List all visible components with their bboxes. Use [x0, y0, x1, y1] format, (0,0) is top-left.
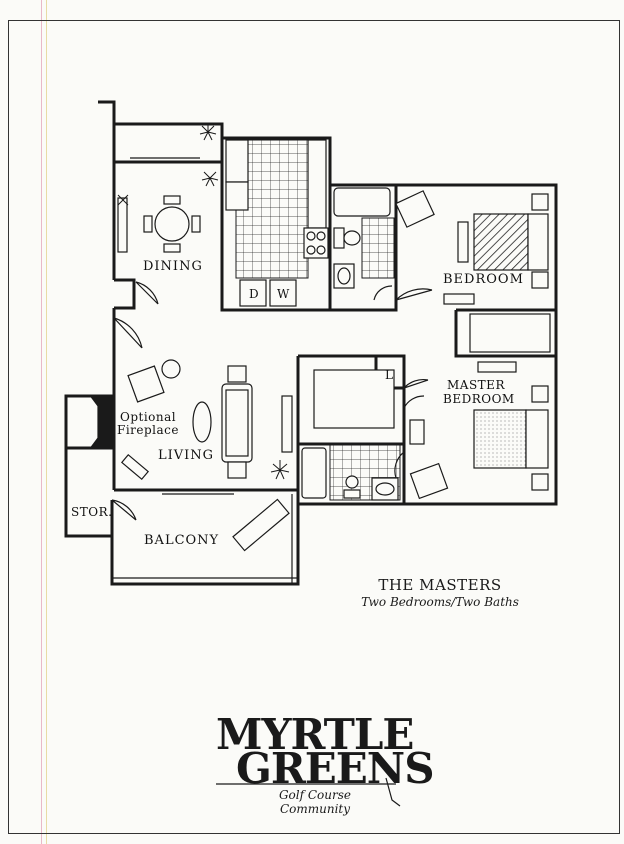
logo-line-1: MYRTLE — [216, 710, 414, 759]
plant-icons — [117, 123, 290, 480]
plan-title: THE MASTERS — [378, 576, 502, 594]
logo-line-2: GREENS — [236, 744, 435, 793]
label-dishwasher-w: W — [277, 287, 290, 301]
label-laundry: L — [385, 368, 394, 382]
plan-subtitle: Two Bedrooms/Two Baths — [361, 595, 519, 609]
label-master-bedroom: BEDROOM — [443, 392, 515, 406]
label-dining: DINING — [143, 259, 203, 274]
bath-tile — [361, 217, 395, 279]
logo-flag-icon — [216, 777, 401, 807]
sheet-border — [8, 20, 620, 834]
label-balcony: BALCONY — [144, 533, 220, 548]
label-storage: STOR. — [71, 505, 113, 519]
margin-line-yellow — [46, 0, 47, 844]
label-living: LIVING — [158, 448, 215, 463]
label-dishwasher-d: D — [249, 287, 260, 301]
furniture — [90, 190, 549, 552]
label-fireplace-optional: Optional — [120, 410, 177, 424]
logo-tagline: Golf Course Community — [278, 788, 352, 816]
margin-line-pink — [41, 0, 42, 844]
label-master: MASTER — [447, 378, 505, 392]
interior-details — [111, 157, 433, 584]
label-fireplace: Fireplace — [117, 423, 179, 437]
label-bedroom: BEDROOM — [443, 272, 524, 287]
fixtures — [225, 139, 551, 501]
